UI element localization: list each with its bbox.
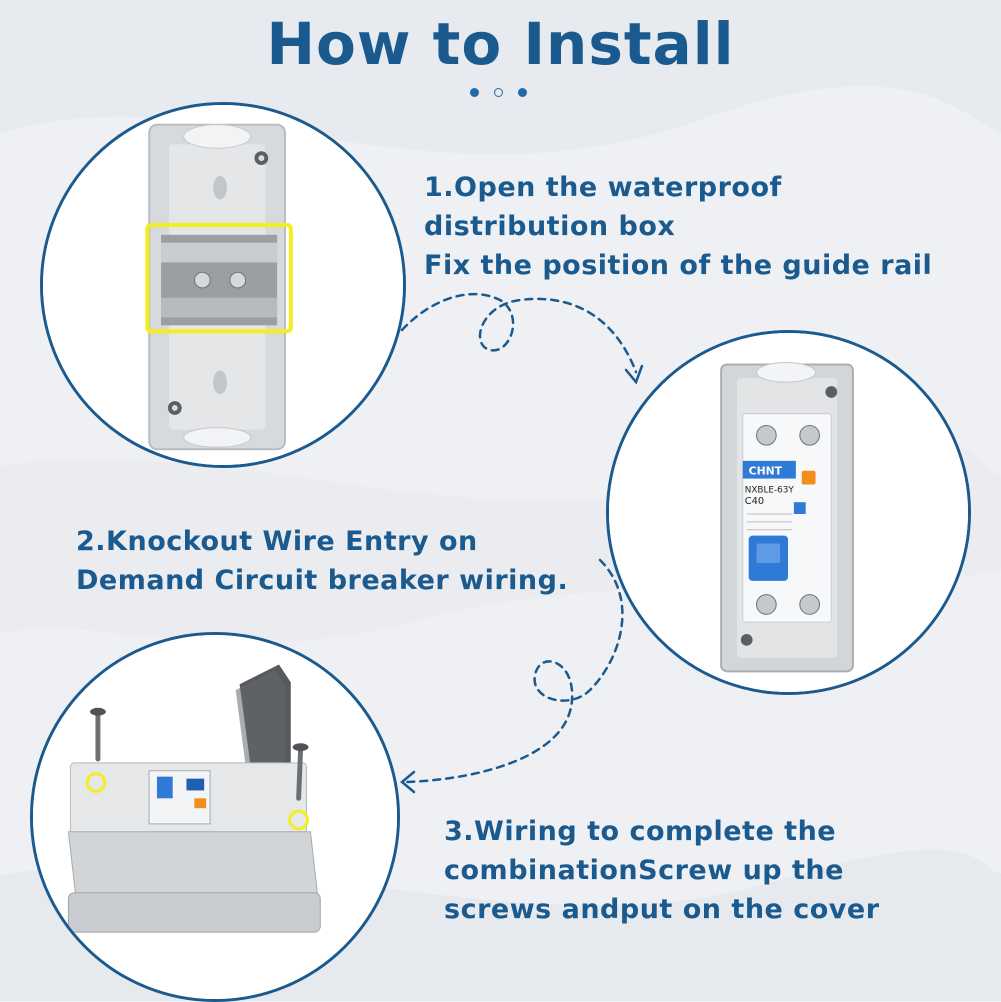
- breaker-brand: CHNT: [749, 465, 783, 478]
- test-button: [801, 470, 816, 485]
- circuit-breaker-image: CHNT NXBLE-63Y C40: [609, 333, 968, 692]
- step-2-line-1: 2.Knockout Wire Entry on: [76, 526, 478, 557]
- step-3-text: 3.Wiring to complete the combinationScre…: [444, 812, 880, 929]
- step-1-photo: [40, 102, 406, 468]
- step-1-line-1: 1.Open the waterproof: [424, 172, 782, 203]
- pagination-dots: [470, 86, 532, 100]
- page-title: How to Install: [266, 10, 735, 78]
- assembled-box-image: [33, 635, 397, 999]
- step-1-line-2: distribution box: [424, 211, 676, 242]
- step-2-photo: CHNT NXBLE-63Y C40: [606, 330, 971, 695]
- breaker-rating: C40: [745, 496, 764, 507]
- step-3-line-1: 3.Wiring to complete the: [444, 816, 837, 847]
- step-2-line-2: Demand Circuit breaker wiring.: [76, 565, 569, 596]
- step-3-photo: [30, 632, 400, 1002]
- step-1-line-3: Fix the position of the guide rail: [424, 250, 933, 281]
- step-1-text: 1.Open the waterproof distribution box F…: [424, 168, 932, 285]
- open-distribution-box-image: [43, 105, 403, 465]
- dot-1: [470, 88, 479, 97]
- step-3-line-2: combinationScrew up the: [444, 855, 844, 886]
- step-3-line-3: screws andput on the cover: [444, 894, 880, 925]
- breaker-model: NXBLE-63Y: [745, 485, 795, 495]
- dot-3: [518, 88, 527, 97]
- step-2-text: 2.Knockout Wire Entry on Demand Circuit …: [76, 522, 568, 600]
- dot-2: [494, 88, 503, 97]
